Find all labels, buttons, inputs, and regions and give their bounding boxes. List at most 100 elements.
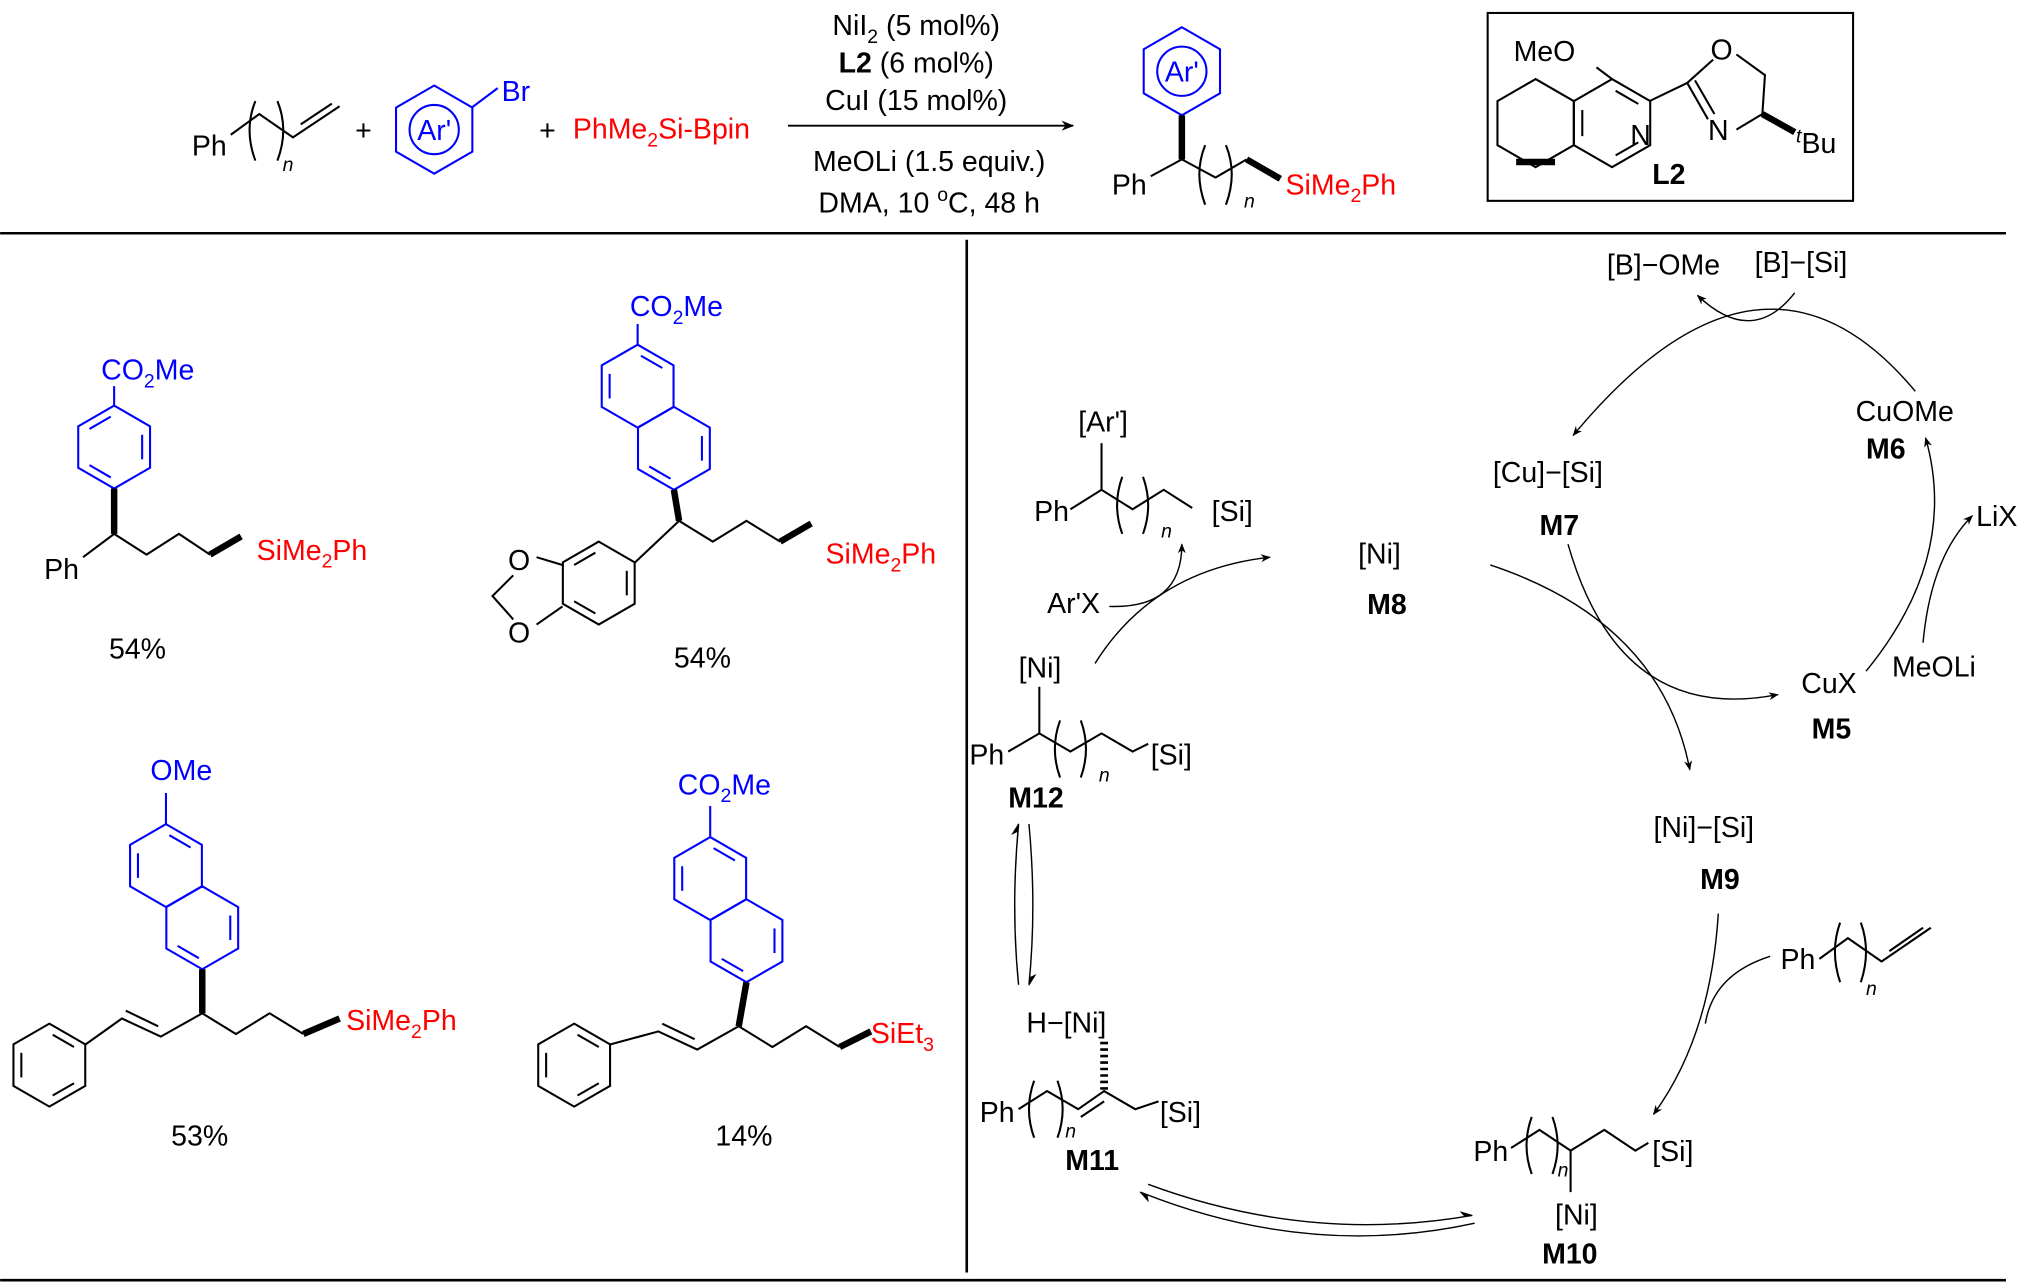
yield-label: 53% (171, 1120, 228, 1152)
double-bond (300, 102, 333, 126)
phenyl-ring (12, 1022, 87, 1108)
ni-label: [Ni] (1019, 653, 1062, 685)
aryl-label: Ar' (417, 115, 451, 147)
n-label: n (283, 154, 294, 176)
wedge-bond (670, 489, 683, 522)
naphthalene-ring-b (636, 405, 711, 491)
boron-exchange-arrow (1696, 292, 1796, 322)
wedge-bond (838, 1028, 873, 1050)
cocatalyst-line: CuI (15 mol%) (825, 85, 1007, 117)
oxygen-label: O (508, 618, 530, 650)
ni-hydride-label: H−[Ni] (1026, 1008, 1106, 1040)
ring-double-bond (573, 600, 596, 615)
paren-open (1116, 476, 1124, 535)
paren-close (1551, 1116, 1559, 1175)
ring-double-bond (88, 415, 112, 430)
yield-label: 54% (674, 642, 731, 674)
ring-double-bond (576, 1033, 600, 1048)
ni-si-label: [Ni]−[Si] (1654, 812, 1755, 844)
m11-label: M11 (1065, 1145, 1119, 1177)
boron-methoxide: [B]−OMe (1607, 250, 1720, 282)
naphthalene-ring-b (709, 898, 784, 984)
ring-double-bond (648, 465, 672, 480)
double-bond (1080, 1100, 1105, 1118)
ring-double-bond (721, 957, 744, 973)
m11-to-m10-arrow (1147, 1183, 1474, 1226)
cu-si-label: [Cu]−[Si] (1493, 457, 1603, 489)
aryl-label: Ar' (1165, 57, 1199, 89)
n-label: n (1065, 1121, 1076, 1143)
wedge-bond (208, 533, 243, 558)
general-product: Ar' Ph n SiMe2Ph (1112, 45, 1397, 212)
silylboron-reagent: PhMe2Si-Bpin (573, 114, 750, 152)
ring-double-bond (168, 834, 192, 849)
ester-label: CO2Me (678, 769, 771, 807)
chain (1818, 926, 1932, 963)
chain (201, 1012, 304, 1036)
link-bond (1649, 81, 1688, 103)
reductive-elimination-arrow (1109, 543, 1186, 608)
ring-double-bond (177, 944, 200, 960)
m12-to-m11-arrow (1028, 824, 1037, 987)
silyl-label: [Si] (1212, 496, 1253, 528)
cycle-product: [Ar'] Ph n [Si] (1034, 406, 1253, 542)
cuome-label: CuOMe (1856, 396, 1954, 428)
paren-close (276, 100, 285, 162)
alkene-entry-arrow (1704, 955, 1771, 1024)
phenyl-label: Ph (192, 130, 227, 162)
ring-double-bond (52, 1033, 75, 1048)
yield-label: 14% (715, 1120, 772, 1152)
cux-label: CuX (1801, 668, 1856, 700)
cux-to-cuome-arrow (1865, 437, 1936, 672)
oxazoline-bond (1735, 53, 1767, 115)
ring-double-bond (713, 847, 736, 862)
reaction-conditions: NiI2 (5 mol%) L2 (6 mol%) CuI (15 mol%) … (813, 10, 1045, 220)
oxygen-label: O (1711, 35, 1733, 67)
meoli-label: MeOLi (1892, 651, 1976, 683)
paren-close (1079, 720, 1088, 778)
styryl-chain (610, 1025, 740, 1051)
ligand-name: L2 (1652, 159, 1685, 191)
ester-label: CO2Me (101, 355, 194, 393)
ring-double-bond (1615, 141, 1639, 157)
phenyl-label: Ph (1034, 496, 1069, 528)
double-bond (125, 1009, 159, 1028)
m7-label: M7 (1539, 510, 1579, 542)
m12-label: M12 (1008, 782, 1063, 814)
n-label: n (1866, 978, 1877, 1000)
tert-butyl-label: tBu (1796, 126, 1836, 160)
aryl-bromide: Ar' Br (408, 76, 531, 156)
phenyl-label: Ph (980, 1097, 1015, 1129)
aryl-halide-label: Ar'X (1047, 588, 1100, 620)
dioxole-bond (536, 556, 563, 566)
base-line: MeOLi (1.5 equiv.) (813, 146, 1045, 178)
nitrogen-label: N (1708, 115, 1729, 147)
plus-sign: + (539, 115, 556, 147)
aryl-circle (1156, 45, 1208, 97)
o-c-bond (1595, 66, 1613, 80)
cyclohexane-ring (1496, 77, 1575, 169)
ring-double-bond (88, 464, 112, 479)
m9-to-m10-arrow (1652, 913, 1720, 1116)
silyl-group: SiEt3 (871, 1018, 934, 1056)
c-br-bond (471, 87, 499, 109)
ring-double-bond (1615, 89, 1639, 105)
m10-intermediate: Ph n [Si] [Ni] M10 (1473, 1116, 1693, 1270)
m11-intermediate: H−[Ni] Ph n [Si] M11 (980, 1008, 1201, 1177)
n-label: n (1099, 764, 1110, 786)
chain (1510, 1128, 1649, 1152)
wedge-bond (302, 1015, 341, 1038)
oxygen-label: O (508, 545, 530, 577)
dioxole-bond (535, 605, 564, 626)
silylboron: [B]−[Si] (1755, 247, 1848, 279)
silyl-group: SiMe2Ph (826, 539, 937, 577)
m6-label: M6 (1866, 434, 1906, 466)
solvent-temp-line: DMA, 10 oC, 48 h (818, 184, 1040, 220)
pyridine-nitrogen: N (1630, 120, 1651, 152)
phenyl-label: Ph (969, 740, 1004, 772)
silyl-group: SiMe2Ph (1286, 169, 1397, 207)
paren-open (1027, 1080, 1036, 1139)
phenyl-ring (537, 1022, 612, 1108)
aryl-label: [Ar'] (1078, 406, 1128, 438)
ligand-line: L2 (6 mol%) (839, 48, 994, 80)
